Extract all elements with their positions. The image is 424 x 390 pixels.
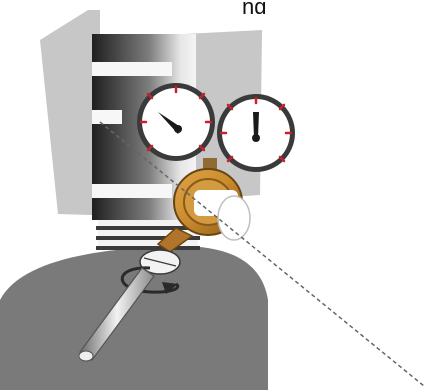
right-gauge [217,94,295,172]
left-gauge [137,83,215,161]
